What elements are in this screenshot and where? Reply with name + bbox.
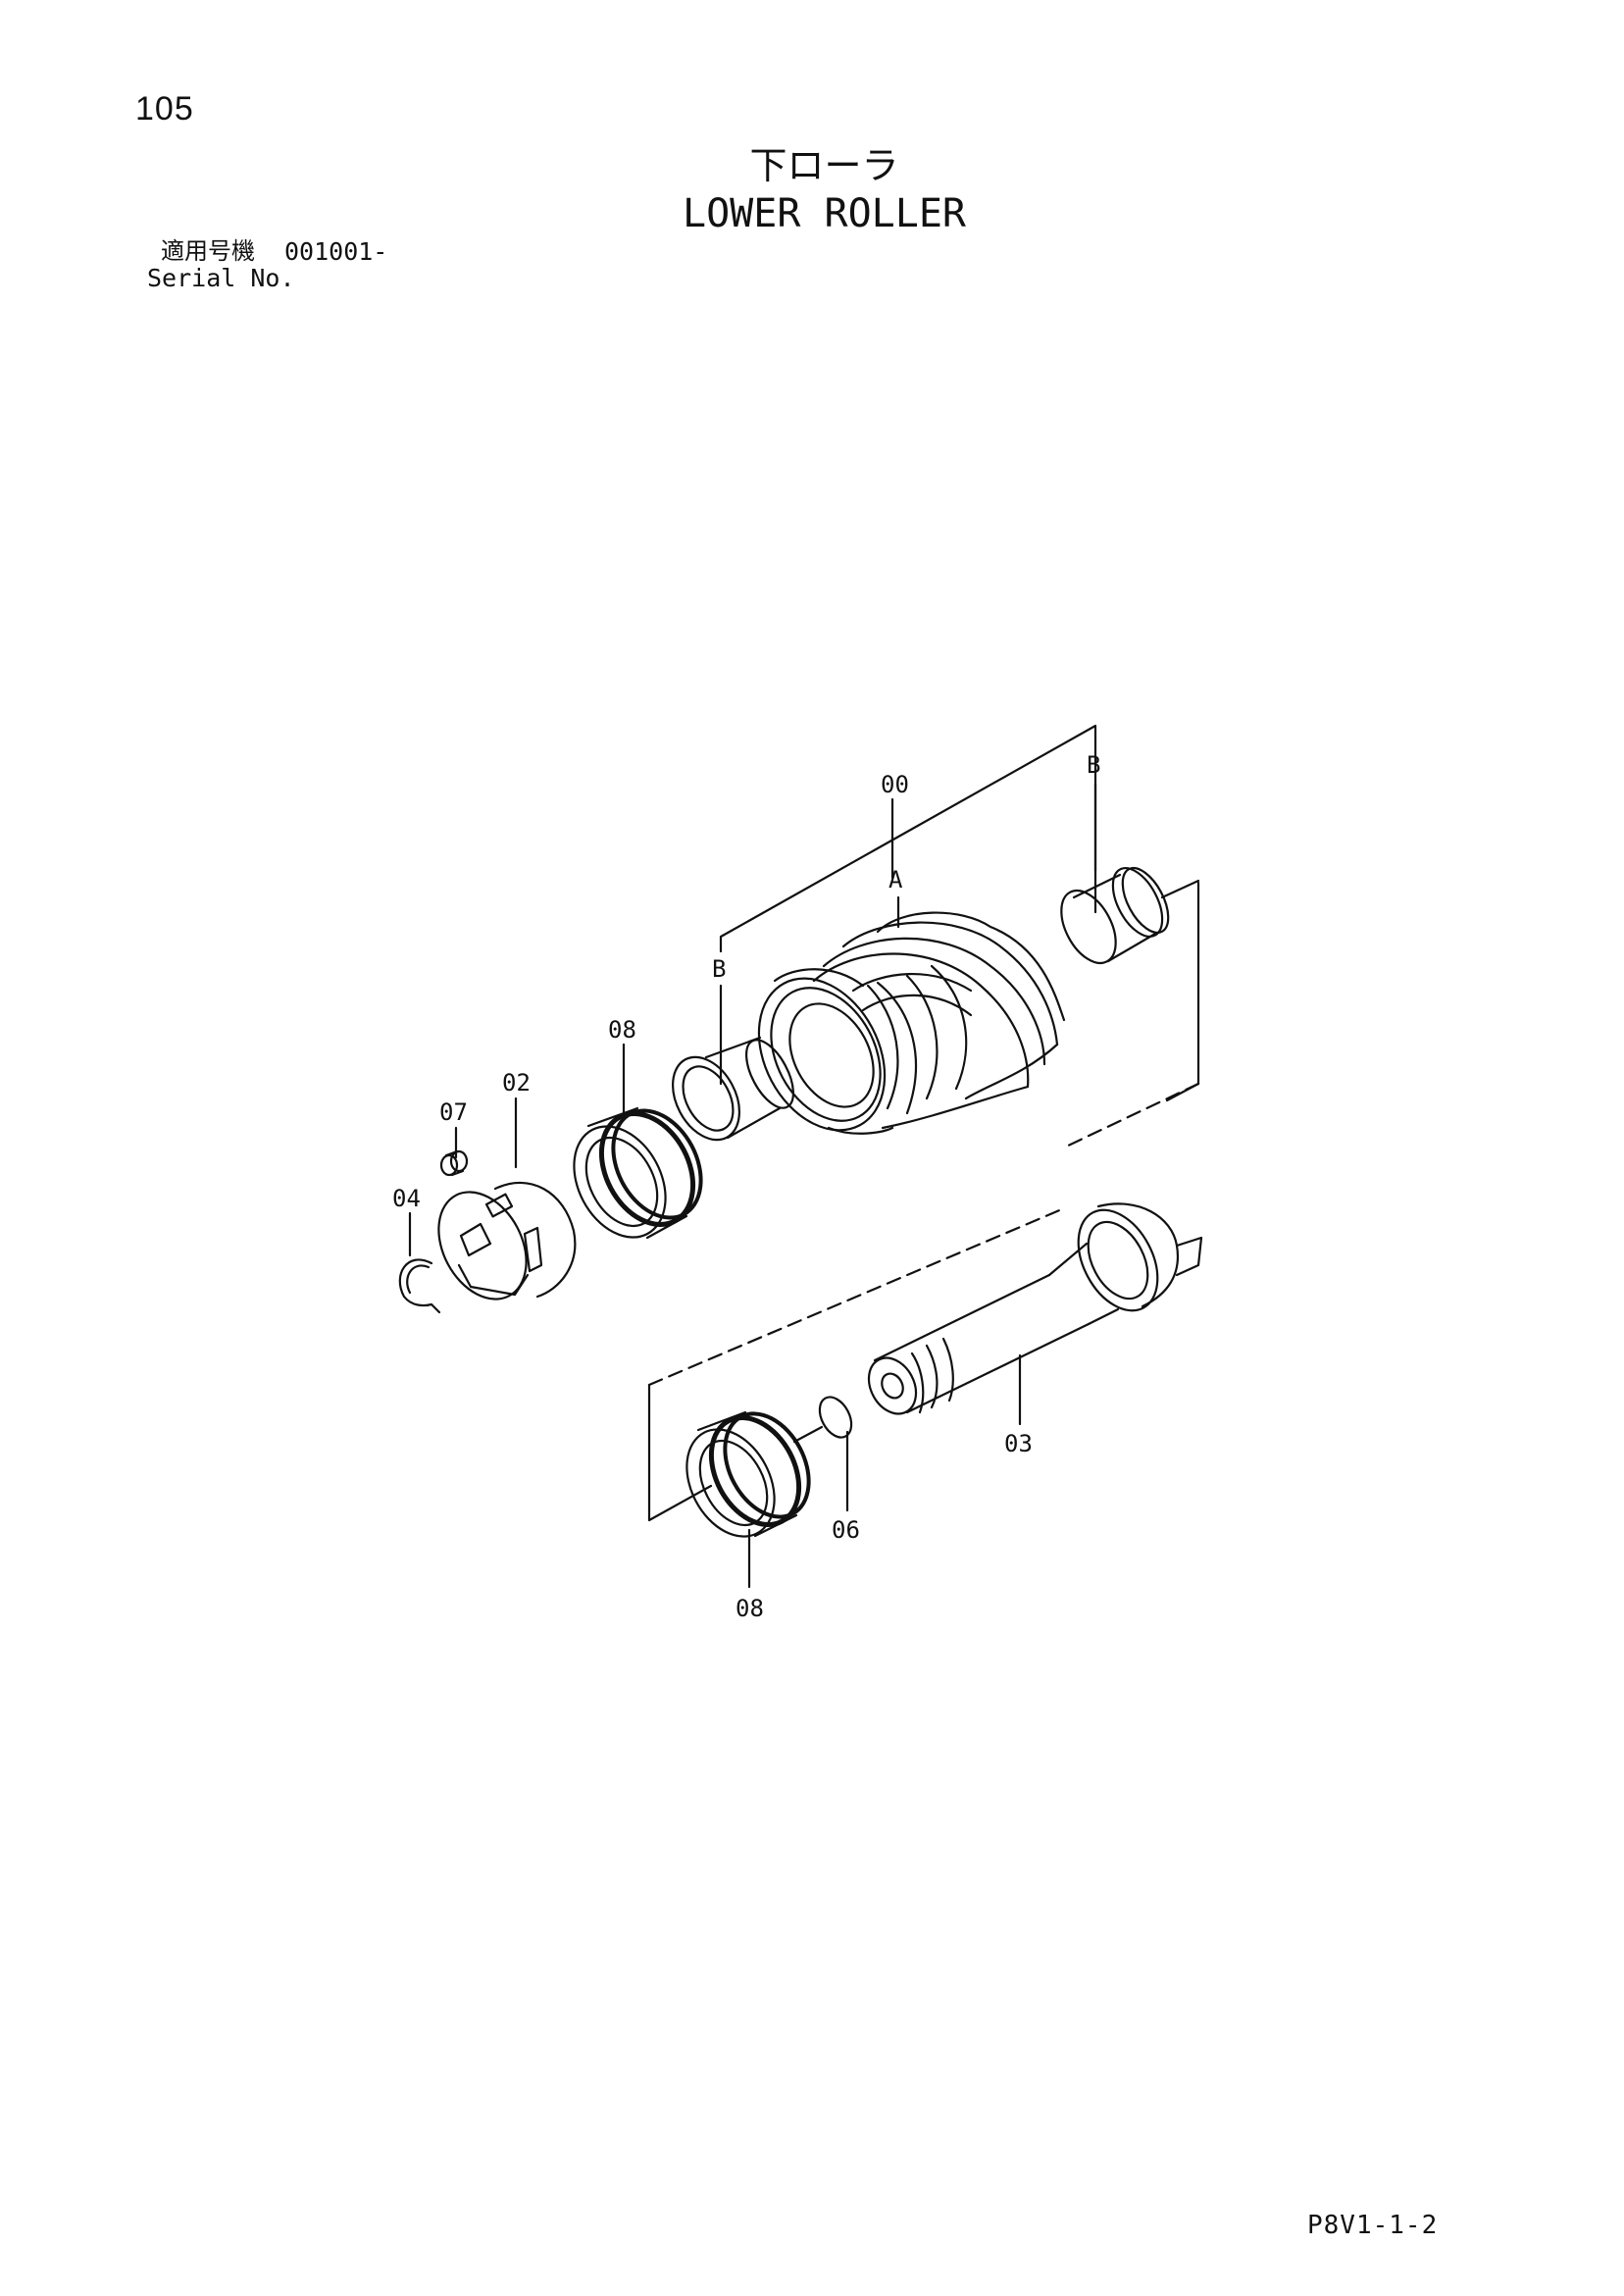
callout-B-right: B [1087, 751, 1100, 779]
title-english: LOWER ROLLER [683, 191, 966, 236]
leader-lines [408, 783, 1097, 1589]
callout-02: 02 [502, 1069, 531, 1097]
floating-seal-lower-part-08 [669, 1400, 825, 1552]
o-ring-part-06 [794, 1392, 858, 1443]
callout-A: A [888, 866, 903, 893]
callout-04: 04 [392, 1185, 421, 1212]
title-block: 下ローラ LOWER ROLLER [0, 142, 1624, 238]
callout-B-left: B [712, 955, 726, 983]
callout-labels: 00 A B B 08 02 07 04 03 06 08 [392, 751, 1100, 1622]
serial-block: 適用号機 001001- Serial No. [147, 237, 388, 292]
snap-ring-part-04 [400, 1259, 439, 1312]
roller-body-part-00 [734, 913, 1064, 1152]
page-number: 105 [135, 90, 194, 128]
serial-label-english: Serial No. [147, 264, 295, 292]
callout-03: 03 [1004, 1430, 1033, 1457]
callout-08-lower: 08 [736, 1595, 764, 1622]
callout-06: 06 [832, 1516, 860, 1544]
collar-part-02 [421, 1177, 575, 1314]
shaft-part-03 [859, 1197, 1201, 1422]
serial-row: 適用号機 001001- [147, 237, 388, 266]
serial-value: 001001- [284, 237, 388, 266]
floating-seal-upper-part-08 [556, 1096, 719, 1253]
assembly-bracket-lower [647, 1082, 1200, 1522]
title-japanese: 下ローラ [749, 144, 899, 187]
bushing-left-part-B [659, 1033, 802, 1151]
callout-00: 00 [881, 771, 909, 798]
assembly-bracket-upper [719, 724, 1200, 1102]
plug-part-07 [441, 1151, 467, 1175]
bushing-right-part-B [1050, 860, 1178, 972]
callout-08-upper: 08 [608, 1016, 636, 1044]
serial-label-japanese: 適用号機 [161, 237, 255, 265]
footer-code: P8V1-1-2 [1307, 2211, 1439, 2240]
callout-07: 07 [439, 1098, 468, 1126]
